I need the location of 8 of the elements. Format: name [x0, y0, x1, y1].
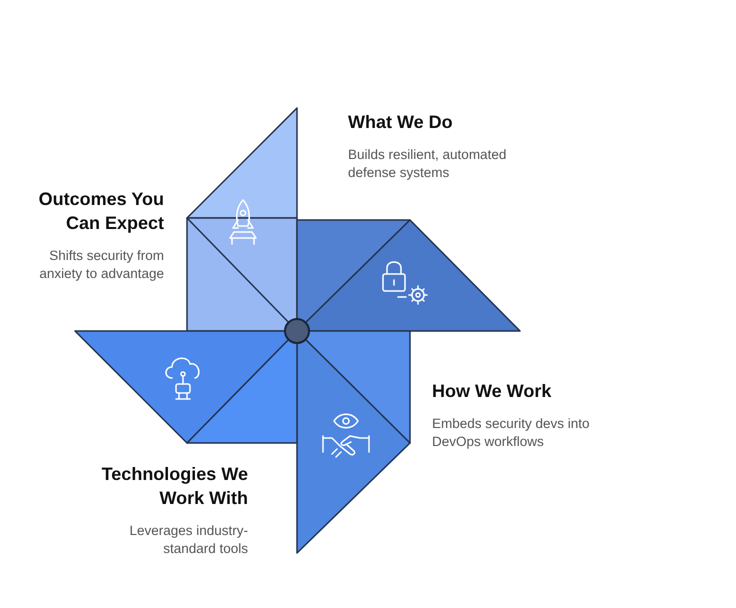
section-description: Builds resilient, automated defense systems [348, 146, 508, 182]
section-description: Shifts security from anxiety to advantage [38, 247, 164, 283]
section-description: Leverages industry-standard tools [128, 522, 248, 558]
section-heading: How We Work [432, 380, 552, 403]
section-heading: Outcomes You Can Expect [38, 188, 164, 235]
section-description: Embeds security devs into DevOps workflows [432, 415, 591, 451]
section-heading: What We Do [348, 111, 454, 134]
section-heading: Technologies We Work With [100, 463, 248, 510]
